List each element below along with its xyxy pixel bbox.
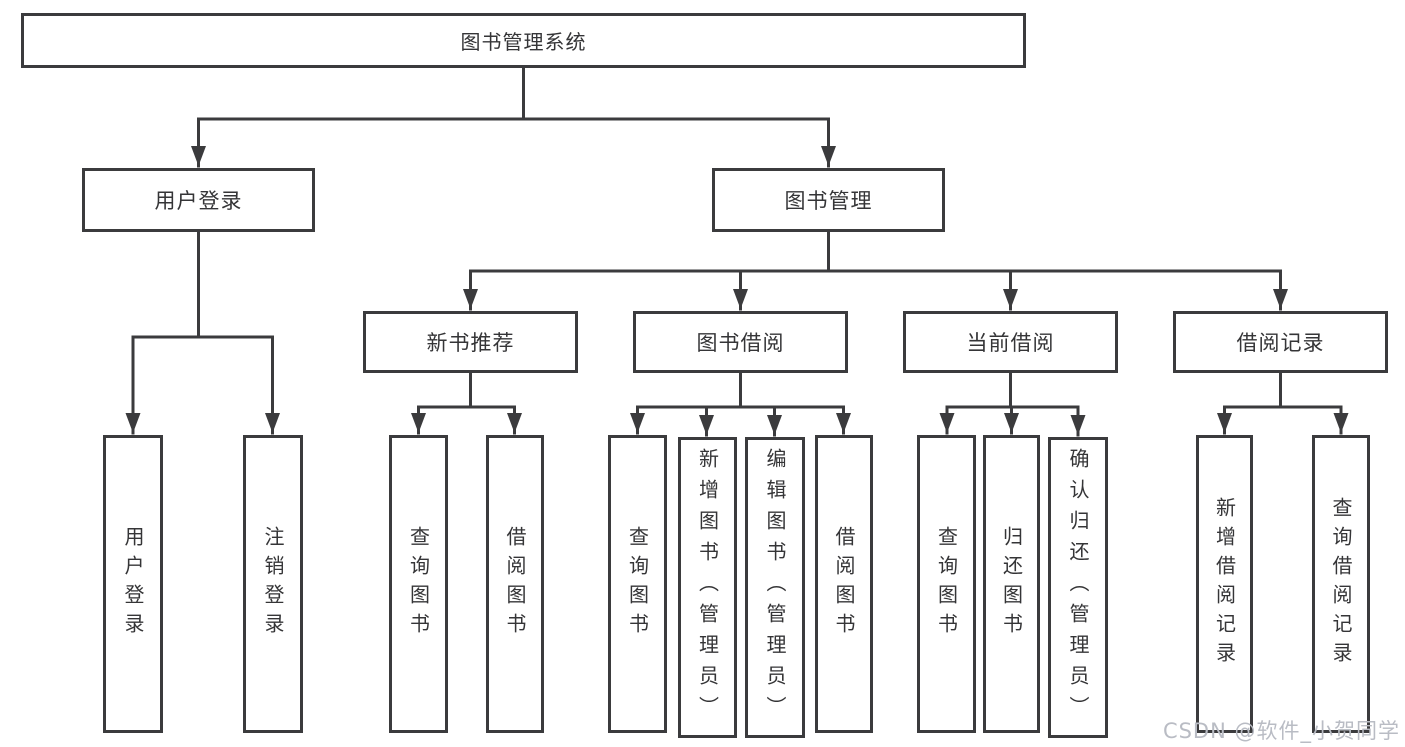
leaf-borrow-books-1: 借阅图书 (486, 435, 544, 733)
leaf-borrow-books-2-label: 借阅图书 (832, 526, 856, 642)
leaf-query-borrow-record: 查询借阅记录 (1312, 435, 1370, 733)
node-book-management-label: 图书管理 (784, 189, 873, 213)
leaf-confirm-return-admin: 确认归还（管理员） (1048, 437, 1108, 738)
leaf-query-borrow-record-label: 查询借阅记录 (1329, 497, 1353, 671)
node-root: 图书管理系统 (21, 13, 1026, 68)
leaf-add-borrow-record: 新增借阅记录 (1196, 435, 1253, 733)
leaf-query-books-3-label: 查询图书 (934, 526, 959, 642)
node-new-book-recommend: 新书推荐 (363, 311, 578, 373)
leaf-return-books: 归还图书 (983, 435, 1040, 733)
node-user-login: 用户登录 (82, 168, 315, 232)
leaf-user-login-label: 用户登录 (121, 526, 145, 642)
node-book-borrowing-label: 图书借阅 (696, 331, 785, 355)
leaf-query-books-1-label: 查询图书 (406, 526, 431, 642)
leaf-add-books-admin: 新增图书（管理员） (678, 437, 737, 738)
node-root-label: 图书管理系统 (460, 30, 587, 54)
node-user-login-label: 用户登录 (154, 189, 243, 213)
leaf-borrow-books-1-label: 借阅图书 (503, 526, 527, 642)
leaf-logout-label: 注销登录 (261, 526, 285, 642)
node-current-borrowing: 当前借阅 (903, 311, 1118, 373)
leaf-edit-books-admin-label: 编辑图书（管理员） (763, 448, 787, 727)
leaf-query-books-2-label: 查询图书 (625, 526, 650, 642)
node-borrowing-records-label: 借阅记录 (1236, 331, 1325, 355)
leaf-logout: 注销登录 (243, 435, 303, 733)
node-book-borrowing: 图书借阅 (633, 311, 848, 373)
leaf-query-books-3: 查询图书 (917, 435, 976, 733)
leaf-add-books-admin-label: 新增图书（管理员） (695, 448, 720, 727)
node-new-book-recommend-label: 新书推荐 (426, 331, 515, 355)
node-book-management: 图书管理 (712, 168, 945, 232)
leaf-edit-books-admin: 编辑图书（管理员） (745, 437, 805, 738)
leaf-query-books-2: 查询图书 (608, 435, 667, 733)
leaf-confirm-return-admin-label: 确认归还（管理员） (1066, 448, 1090, 727)
csdn-watermark: CSDN @软件_小贺同学 (1162, 719, 1400, 743)
leaf-return-books-label: 归还图书 (999, 526, 1024, 642)
leaf-add-borrow-record-label: 新增借阅记录 (1212, 497, 1237, 671)
node-current-borrowing-label: 当前借阅 (966, 331, 1055, 355)
leaf-borrow-books-2: 借阅图书 (815, 435, 873, 733)
node-borrowing-records: 借阅记录 (1173, 311, 1388, 373)
leaf-query-books-1: 查询图书 (389, 435, 448, 733)
leaf-user-login: 用户登录 (103, 435, 163, 733)
